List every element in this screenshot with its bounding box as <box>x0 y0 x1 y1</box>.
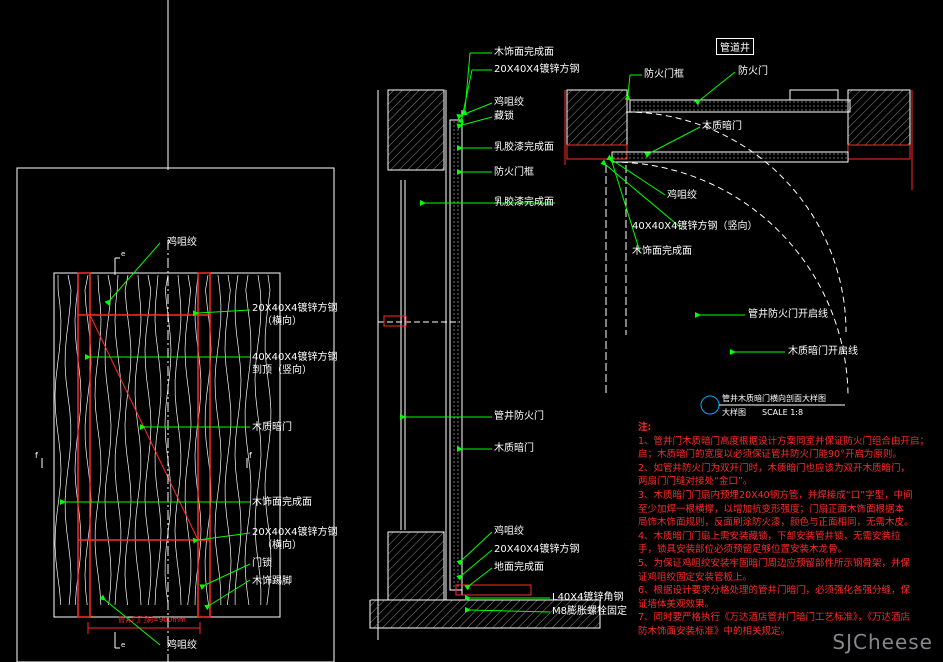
wood-grain-line <box>84 274 92 606</box>
wood-grain-line <box>54 274 62 606</box>
right-plan <box>564 71 913 415</box>
hinge-bottom-label: 鸡咀绞 <box>167 640 197 651</box>
note-line: 7、同时要严格执行《万达酒店管井门暗门工艺标准》，《万达酒店 <box>638 612 911 624</box>
tube-horizontal-label-2: （横向） <box>262 316 302 327</box>
wood-grain-line <box>164 274 172 606</box>
mid-lock-label: 藏锁 <box>494 111 514 122</box>
mid-fire-frame-label: 防火门框 <box>494 167 534 178</box>
mid-floor-finish-label: 地面完成面 <box>494 562 544 573</box>
right-fire-frame-label: 防火门框 <box>644 69 684 80</box>
wood-grain-line <box>174 274 182 606</box>
lock-label: 门锁 <box>252 558 272 569</box>
wood-grain-line <box>224 274 232 606</box>
right-wood-finish-label: 木饰面完成面 <box>632 246 692 257</box>
tube-vertical-label-2: 到顶（竖向） <box>252 365 312 376</box>
hidden-door-arc-label: 木质暗门开启线 <box>788 346 858 357</box>
wood-grain-line <box>114 274 122 606</box>
note-line: 局饰木饰面规则，反面刷涂防火漆，颜色与正面相同，无需木皮。 <box>638 517 914 529</box>
mid-latex-label-1: 乳胶漆完成面 <box>494 142 554 153</box>
mid-latex-label-2: 乳胶漆完成面 <box>494 197 554 208</box>
wood-grain-line <box>74 274 82 606</box>
note-line: 证墙体美观效果。 <box>638 598 715 610</box>
wood-grain-line <box>104 274 112 606</box>
wood-grain-line <box>244 274 252 606</box>
wood-finish-label: 木饰面完成面 <box>252 497 312 508</box>
mid-tube-bottom-label: 20X40X4镀锌方钢 <box>494 544 580 555</box>
section-mark-e-top: e <box>121 250 126 258</box>
note-line: 至少加焊一根横撑，以增加抗变形强度；门扇正面木饰面根据本 <box>638 503 905 515</box>
mid-wood-finish-label: 木饰面完成面 <box>494 47 554 58</box>
mid-angle-label-2: M8膨胀螺栓固定 <box>552 606 627 617</box>
caption-scale: SCALE 1:8 <box>762 408 804 417</box>
note-line: 2、如管井防火门为双开门时，木质暗门也应该为双开木质暗门， <box>638 462 911 474</box>
wood-grain-line <box>264 274 272 606</box>
right-fire-door-label: 防火门 <box>738 66 768 77</box>
caption-sub: 大样图 <box>722 408 746 417</box>
note-line: 两扇门门缝对接处“金口”。 <box>638 476 753 488</box>
middle-section <box>369 0 601 640</box>
wood-grain-line <box>184 274 192 606</box>
mid-fire-door-label: 管井防火门 <box>494 411 544 422</box>
wood-grain-line <box>94 274 102 606</box>
hidden-door-label: 木质暗门 <box>252 422 292 433</box>
hinge-top-label: 鸡咀绞 <box>167 237 197 248</box>
left-elevation <box>16 0 335 662</box>
caption-title: 管井木质暗门横向剖面大样图 <box>722 394 826 403</box>
note-line: 4、木质暗门门扇上需安装藏锁，下部安装管井锁，无需安装拉 <box>638 530 901 542</box>
tube-vertical-label-1: 40X40X4镀锌方钢 <box>252 352 338 363</box>
mid-hinge-bottom-label: 鸡咀绞 <box>494 526 524 537</box>
right-hinge-label: 鸡咀绞 <box>667 190 697 201</box>
wood-grain-line <box>194 274 202 606</box>
wood-grain-line <box>64 274 72 606</box>
right-tube-label: 40X40X4镀锌方钢（竖向） <box>632 221 758 232</box>
note-line: 1、管井门木质暗门高度根据设计方案同室并保证防火门组合由开启； <box>638 435 930 447</box>
notes-heading: 注: <box>638 422 652 433</box>
section-mark-f-right: f <box>249 451 252 460</box>
skirting-label: 木饰踢脚 <box>252 576 292 587</box>
wood-grain-line <box>234 274 242 606</box>
dimension-label: 管井门门洞=900mm <box>118 616 186 624</box>
pipe-shaft-tag: 管道井 <box>716 38 754 55</box>
notes-block: 注: 1、管井门木质暗门高度根据设计方案同室并保证防火门组合由开启； 启；木质暗… <box>638 421 938 639</box>
note-line: 3、木质暗门门扇内预埋20X40钢方管，并焊接成“口”字型，中间 <box>638 489 913 501</box>
note-line: 证鸡咀绞固定安装管板上。 <box>638 571 753 583</box>
watermark: SJCheese <box>832 630 933 654</box>
fire-door-arc-label: 管井防火门开启线 <box>748 309 828 320</box>
right-hidden-door-label: 木质暗门 <box>702 121 742 132</box>
note-line: 5、为保证鸡咀绞安装牢固暗门周边应预留部件所示钢骨架，并保 <box>638 557 911 569</box>
mid-angle-label-1: L40X4镀锌角钢 <box>552 592 624 603</box>
wood-grain-line <box>124 274 132 606</box>
tube-horizontal-label-1: 20X40X4镀锌方钢 <box>252 303 338 314</box>
mid-hidden-door-label: 木质暗门 <box>494 443 534 454</box>
note-line: 启；木质暗门的宽度以必须保证管井防火门能90°开启为原则。 <box>638 449 902 461</box>
wood-grain-line <box>134 274 142 606</box>
wood-grain-line <box>254 274 262 606</box>
mid-tube-label: 20X40X4镀锌方钢 <box>494 64 580 75</box>
wood-grain-line <box>154 274 162 606</box>
note-line: 6、根据设计要求分格处理的管井门暗门，必须强化各强分缝，保 <box>638 585 911 597</box>
note-line: 手，锁具安装部位必须预留足够位置安装木龙骨。 <box>638 544 848 556</box>
section-mark-f-left: f <box>35 451 38 460</box>
note-line: 防木饰面安装标准》中的相关规定。 <box>638 625 791 637</box>
section-mark-e-bottom: e <box>121 641 126 649</box>
tube-horizontal-b-label-2: （横向） <box>262 540 302 551</box>
tube-horizontal-b-label-1: 20X40X4镀锌方钢 <box>252 527 338 538</box>
wood-grain-line <box>214 274 222 606</box>
mid-hinge-label: 鸡咀绞 <box>494 97 524 108</box>
